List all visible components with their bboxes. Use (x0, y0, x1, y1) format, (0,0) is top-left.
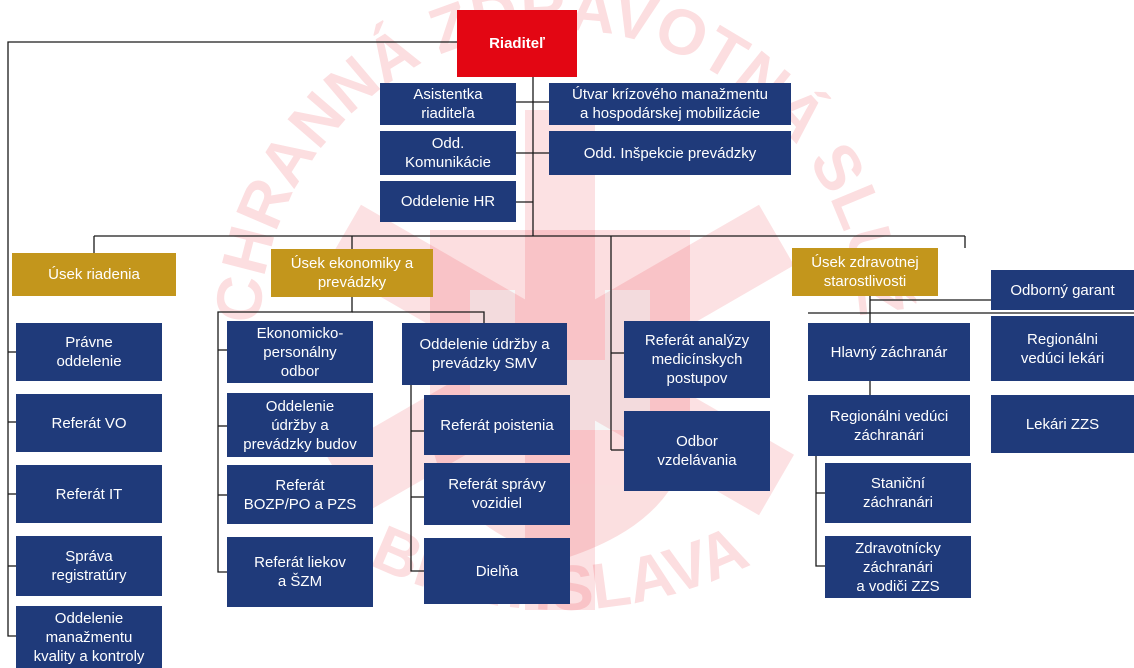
education-box[interactable]: Odbor vzdelávania (624, 411, 770, 491)
insurance-box[interactable]: Referát poistenia (424, 395, 570, 455)
regional-rescuers-box[interactable]: Regionálni vedúci záchranári (808, 395, 970, 456)
procurement-box[interactable]: Referát VO (16, 394, 162, 452)
pharmacy-box[interactable]: Referát liekov a ŠZM (227, 537, 373, 607)
economic-personnel-box[interactable]: Ekonomicko- personálny odbor (227, 321, 373, 383)
smv-dept-box[interactable]: Oddelenie údržby a prevádzky SMV (402, 323, 567, 385)
safety-box[interactable]: Referát BOZP/PO a PZS (227, 465, 373, 524)
division-management[interactable]: Úsek riadenia (12, 253, 176, 296)
inspection-box[interactable]: Odd. Inšpekcie prevádzky (549, 131, 791, 175)
workshop-box[interactable]: Dielňa (424, 538, 570, 604)
legal-dept-box[interactable]: Právne oddelenie (16, 323, 162, 381)
medical-rescuers-box[interactable]: Zdravotnícky záchranári a vodiči ZZS (825, 536, 971, 598)
vehicles-box[interactable]: Referát správy vozidiel (424, 463, 570, 525)
station-rescuers-box[interactable]: Staniční záchranári (825, 463, 971, 523)
chief-rescuer-box[interactable]: Hlavný záchranár (808, 323, 970, 381)
communication-box[interactable]: Odd. Komunikácie (380, 131, 516, 175)
hr-box[interactable]: Oddelenie HR (380, 181, 516, 222)
registry-box[interactable]: Správa registratúry (16, 536, 162, 596)
doctors-box[interactable]: Lekári ZZS (991, 395, 1134, 453)
building-maintenance-box[interactable]: Oddelenie údržby a prevádzky budov (227, 393, 373, 457)
division-health[interactable]: Úsek zdravotnej starostlivosti (792, 248, 938, 296)
regional-doctors-box[interactable]: Regionálni vedúci lekári (991, 316, 1134, 381)
medical-analysis-box[interactable]: Referát analýzy medicínskych postupov (624, 321, 770, 398)
guarantor-box[interactable]: Odborný garant (991, 270, 1134, 310)
assistant-box[interactable]: Asistentka riaditeľa (380, 83, 516, 125)
crisis-management-box[interactable]: Útvar krízového manažmentu a hospodárske… (549, 83, 791, 125)
director-box[interactable]: Riaditeľ (457, 10, 577, 77)
quality-dept-box[interactable]: Oddelenie manažmentu kvality a kontroly (16, 606, 162, 668)
division-economics[interactable]: Úsek ekonomiky a prevádzky (271, 249, 433, 297)
it-box[interactable]: Referát IT (16, 465, 162, 523)
